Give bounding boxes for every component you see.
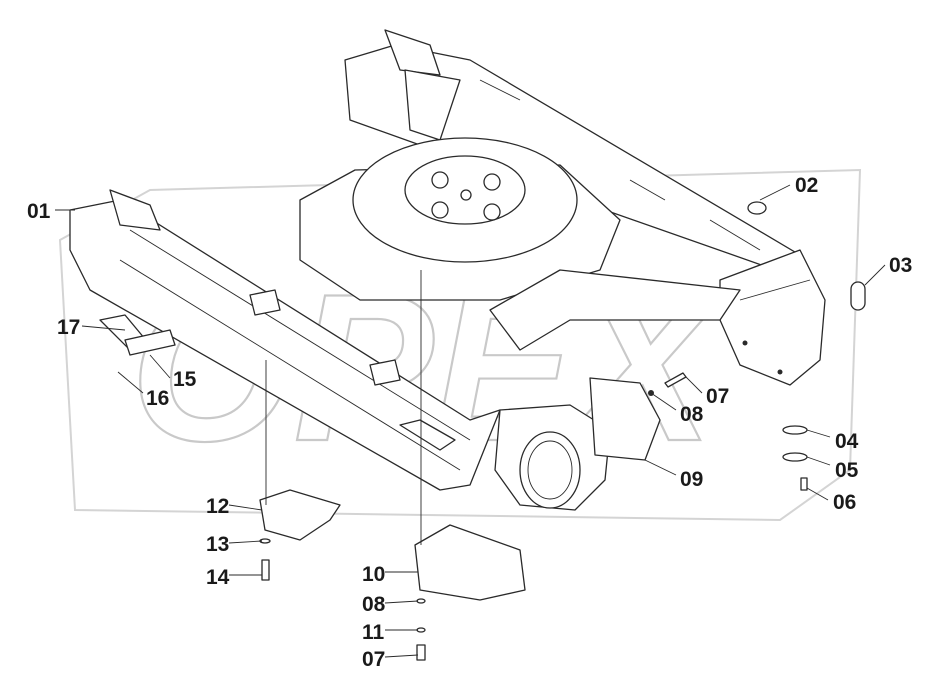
center-body — [299, 137, 621, 301]
rear-side-frame — [344, 29, 826, 386]
callout-07-lower: 07 — [362, 648, 385, 671]
callout-04: 04 — [835, 430, 859, 453]
callout-02: 02 — [795, 174, 818, 197]
loose-parts — [124, 201, 866, 661]
part-10-cover — [414, 524, 526, 601]
callout-09: 09 — [680, 468, 703, 491]
part-05-washer — [782, 452, 808, 462]
callout-01: 01 — [27, 200, 51, 223]
callout-15: 15 — [173, 368, 197, 391]
part-12-bracket — [259, 489, 341, 541]
callout-13: 13 — [206, 533, 229, 556]
part-06-bolt — [800, 477, 808, 491]
part-03-plug — [850, 281, 866, 311]
idler-housing — [494, 404, 611, 511]
part-17-guard — [124, 329, 176, 356]
callout-07: 07 — [706, 385, 729, 408]
callout-14: 14 — [206, 566, 230, 589]
part-04-washer — [782, 425, 808, 435]
callout-12: 12 — [206, 495, 229, 518]
callout-06: 06 — [833, 491, 856, 514]
callout-05: 05 — [835, 459, 859, 482]
callout-08: 08 — [680, 403, 704, 426]
callouts: 01 02 03 04 05 06 07 08 09 10 08 11 07 1… — [27, 174, 912, 671]
leader-lines — [55, 184, 886, 658]
part-09-cover — [589, 377, 661, 461]
callout-10: 10 — [362, 563, 385, 586]
cross-beam — [489, 269, 741, 351]
part-14-bolt — [261, 559, 270, 581]
callout-11: 11 — [362, 621, 385, 644]
callout-17: 17 — [57, 316, 80, 339]
callout-03: 03 — [889, 254, 912, 277]
callout-08-lower: 08 — [362, 593, 386, 616]
part-07-bolt-lower — [416, 644, 426, 661]
callout-16: 16 — [146, 387, 169, 410]
part-02-seal — [747, 201, 767, 215]
front-side-frame — [69, 189, 501, 491]
